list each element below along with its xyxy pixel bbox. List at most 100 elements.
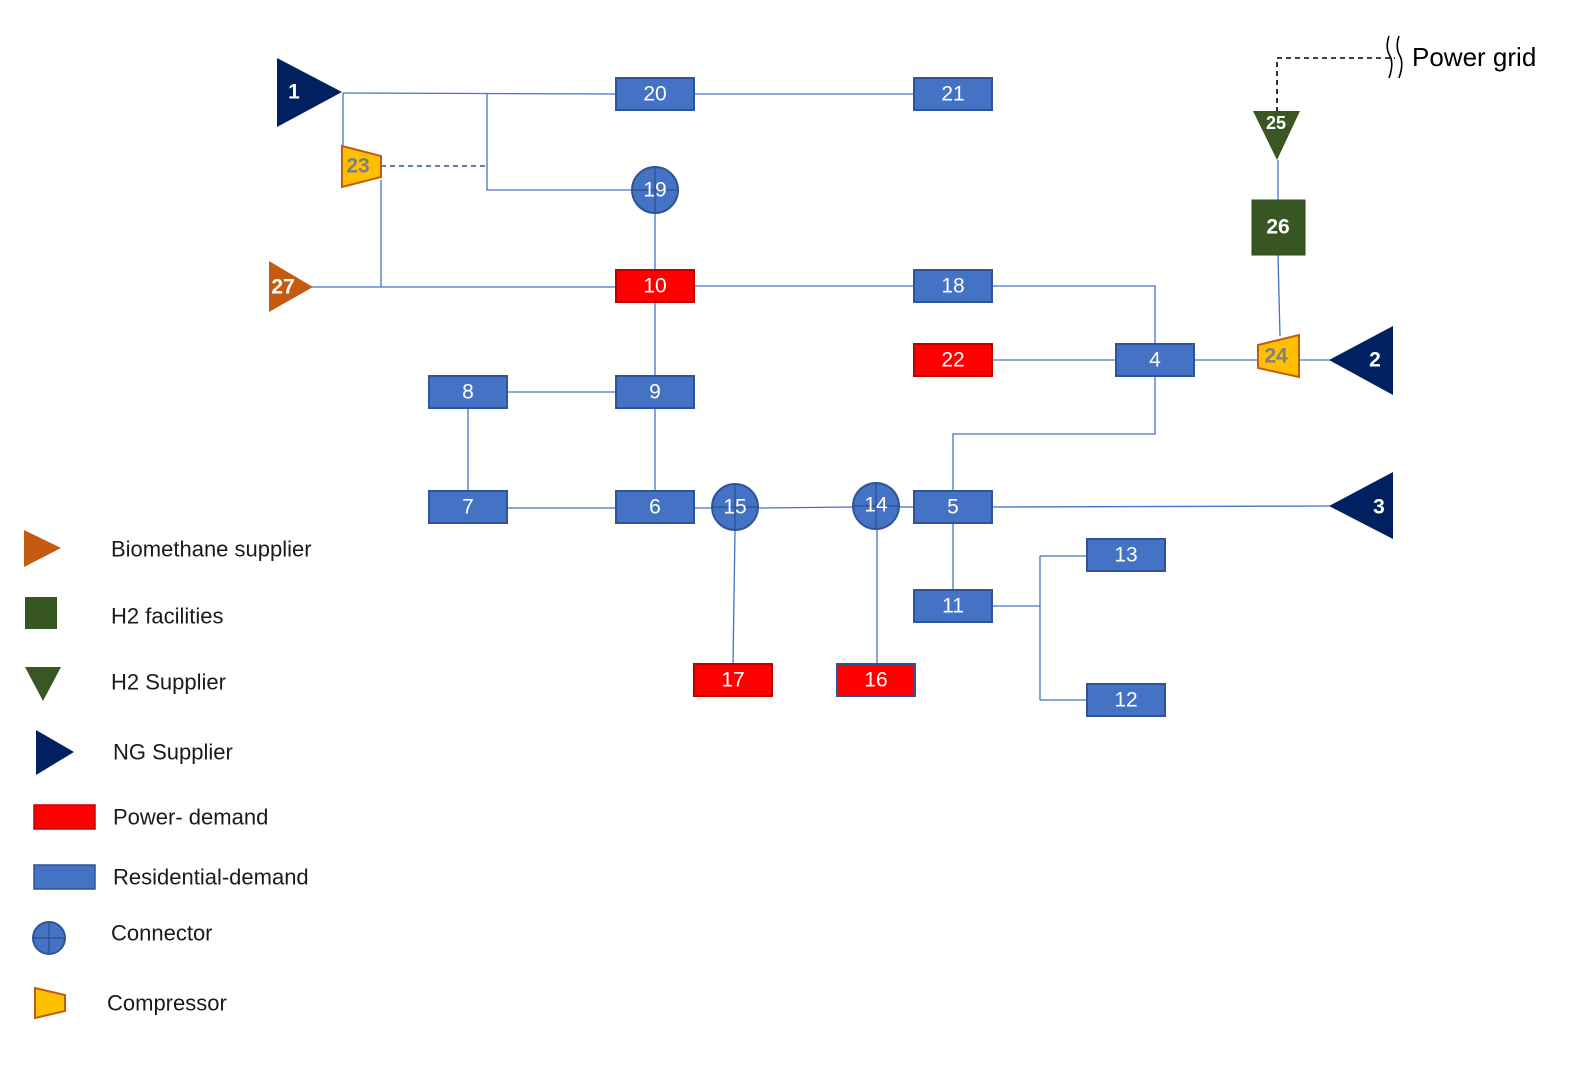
residential-demand-icon xyxy=(428,490,508,524)
residential-demand-icon xyxy=(913,589,993,623)
residential-demand-5[interactable]: 5 xyxy=(913,490,993,524)
node-label: 26 xyxy=(1266,216,1289,239)
legend-label: Biomethane supplier xyxy=(111,537,312,562)
node-label: 12 xyxy=(1114,689,1137,712)
legend-item-h2-facilities: H2 facilities xyxy=(25,597,223,629)
h2-facility-icon xyxy=(25,597,57,629)
residential-demand-21[interactable]: 21 xyxy=(913,77,993,111)
node-label: 19 xyxy=(643,179,666,202)
power-demand-icon xyxy=(615,269,695,303)
power-demand-22[interactable]: 22 xyxy=(913,343,993,377)
ng-supplier-icon xyxy=(1329,472,1393,539)
power-demand-17[interactable]: 17 xyxy=(693,663,773,697)
power-demand-icon xyxy=(693,663,773,697)
node-label: 23 xyxy=(346,155,369,178)
connector-14[interactable]: 14 xyxy=(852,482,900,530)
pipe-1-19 xyxy=(486,93,633,191)
node-label: 21 xyxy=(941,83,964,106)
h2-supplier-25[interactable]: 25 xyxy=(1253,111,1300,160)
compressor-icon xyxy=(34,986,66,1020)
compressor-icon xyxy=(1257,333,1300,379)
power-grid-label: Power grid xyxy=(1412,42,1536,72)
node-label: 20 xyxy=(643,83,666,106)
power-demand-10[interactable]: 10 xyxy=(615,269,695,303)
compressor-icon xyxy=(341,144,382,189)
node-label: 22 xyxy=(941,349,964,372)
node-label: 3 xyxy=(1373,496,1385,519)
node-label: 15 xyxy=(723,496,746,519)
h2-facility-26[interactable]: 26 xyxy=(1251,199,1306,256)
h2-supplier-icon xyxy=(25,667,61,701)
residential-demand-13[interactable]: 13 xyxy=(1086,538,1166,572)
connector-15[interactable]: 15 xyxy=(711,483,759,531)
ng-supplier-1[interactable]: 1 xyxy=(277,58,342,127)
biomethane-supplier-27[interactable]: 27 xyxy=(269,261,313,312)
power-demand-icon xyxy=(913,343,993,377)
pipe-15-14 xyxy=(758,506,854,509)
residential-demand-icon xyxy=(615,77,695,111)
residential-demand-icon xyxy=(1115,343,1195,377)
residential-demand-4[interactable]: 4 xyxy=(1115,343,1195,377)
legend-label: Compressor xyxy=(107,991,227,1016)
residential-demand-11[interactable]: 11 xyxy=(913,589,993,623)
node-label: 27 xyxy=(271,276,294,299)
compressor-23[interactable]: 23 xyxy=(341,144,382,189)
power-demand-16[interactable]: 16 xyxy=(836,663,916,697)
residential-demand-icon xyxy=(913,490,993,524)
node-label: 10 xyxy=(643,275,666,298)
legend-item-ng-supplier: NG Supplier xyxy=(36,730,233,775)
residential-demand-18[interactable]: 18 xyxy=(913,269,993,303)
node-label: 13 xyxy=(1114,544,1137,567)
residential-demand-icon xyxy=(913,269,993,303)
compressor-24[interactable]: 24 xyxy=(1257,333,1300,379)
node-label: 24 xyxy=(1264,345,1288,368)
h2-supplier-icon xyxy=(1253,111,1300,160)
ng-supplier-icon xyxy=(36,730,74,775)
legend: Biomethane supplier H2 facilities H2 Sup… xyxy=(24,530,312,1020)
biomethane-supplier-icon xyxy=(269,261,313,312)
node-label: 2 xyxy=(1369,349,1381,372)
legend-item-residential-demand: Residential-demand xyxy=(33,864,309,890)
ng-supplier-2[interactable]: 2 xyxy=(1329,326,1393,395)
legend-label: Connector xyxy=(111,921,213,946)
residential-demand-icon xyxy=(615,490,695,524)
residential-demand-20[interactable]: 20 xyxy=(615,77,695,111)
node-label: 25 xyxy=(1266,113,1286,133)
node-label: 17 xyxy=(721,669,744,692)
residential-demand-icon xyxy=(1086,683,1166,717)
pipe-5-3 xyxy=(992,505,1331,508)
ng-supplier-icon xyxy=(277,58,342,127)
node-label: 11 xyxy=(942,595,964,618)
residential-demand-icon xyxy=(428,375,508,409)
legend-label: Power- demand xyxy=(113,805,268,830)
node-label: 6 xyxy=(649,496,661,519)
residential-demand-9[interactable]: 9 xyxy=(615,375,695,409)
node-label: 4 xyxy=(1149,349,1161,372)
node-label: 8 xyxy=(462,381,474,404)
pipe-26-24 xyxy=(1277,254,1281,337)
legend-label: H2 Supplier xyxy=(111,670,226,695)
node-label: 18 xyxy=(941,275,964,298)
node-label: 7 xyxy=(462,496,474,519)
residential-demand-7[interactable]: 7 xyxy=(428,490,508,524)
connector-19[interactable]: 19 xyxy=(631,166,679,214)
node-label: 14 xyxy=(864,494,888,517)
power-grid-break-mark xyxy=(1386,35,1403,79)
node-label: 9 xyxy=(649,381,661,404)
residential-demand-12[interactable]: 12 xyxy=(1086,683,1166,717)
legend-label: Residential-demand xyxy=(113,865,309,890)
h2-facility-icon xyxy=(1251,199,1306,256)
residential-demand-6[interactable]: 6 xyxy=(615,490,695,524)
pipe-4-5 xyxy=(952,377,1156,491)
ng-supplier-3[interactable]: 3 xyxy=(1329,472,1393,539)
legend-label: NG Supplier xyxy=(113,740,233,765)
power-demand-icon xyxy=(33,804,96,830)
residential-demand-8[interactable]: 8 xyxy=(428,375,508,409)
legend-item-compressor: Compressor xyxy=(34,986,227,1020)
pipelines xyxy=(312,92,1331,701)
pipe-15-17 xyxy=(732,530,736,665)
residential-demand-icon xyxy=(913,77,993,111)
residential-demand-icon xyxy=(615,375,695,409)
power-grid-link xyxy=(1276,57,1395,130)
